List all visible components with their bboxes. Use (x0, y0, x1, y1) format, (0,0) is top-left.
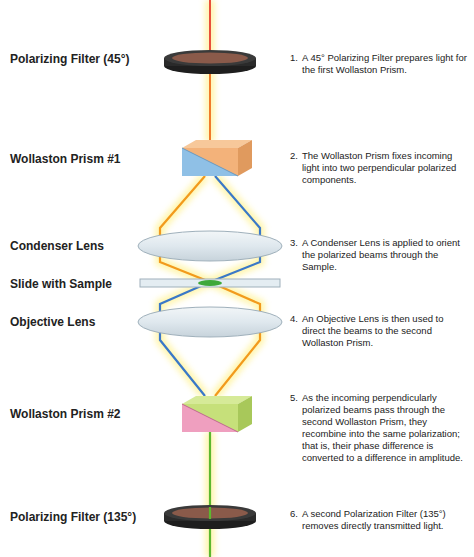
callout-number: 6. (290, 508, 298, 520)
step-note: A second Polarization Filter (135°) remo… (302, 508, 468, 532)
part-label: Slide with Sample (10, 277, 112, 291)
part-label: Polarizing Filter (135°) (10, 510, 136, 524)
callout-number: 5. (290, 392, 298, 404)
part-label: Polarizing Filter (45°) (10, 52, 129, 66)
step-note: As the incoming perpendicularly polarize… (302, 392, 468, 464)
step-note: An Objective Lens is then used to direct… (302, 313, 468, 349)
part-label: Condenser Lens (10, 239, 104, 253)
callout-number: 1. (290, 52, 298, 64)
step-note: A 45° Polarizing Filter prepares light f… (302, 52, 468, 76)
callout-number: 4. (290, 313, 298, 325)
callout-number: 2. (290, 150, 298, 162)
step-note: The Wollaston Prism fixes incoming light… (302, 150, 468, 186)
part-label: Objective Lens (10, 315, 95, 329)
callout-number: 3. (290, 237, 298, 249)
step-note: A Condenser Lens is applied to orient th… (302, 237, 468, 273)
part-label: Wollaston Prism #1 (10, 152, 120, 166)
part-label: Wollaston Prism #2 (10, 407, 120, 421)
